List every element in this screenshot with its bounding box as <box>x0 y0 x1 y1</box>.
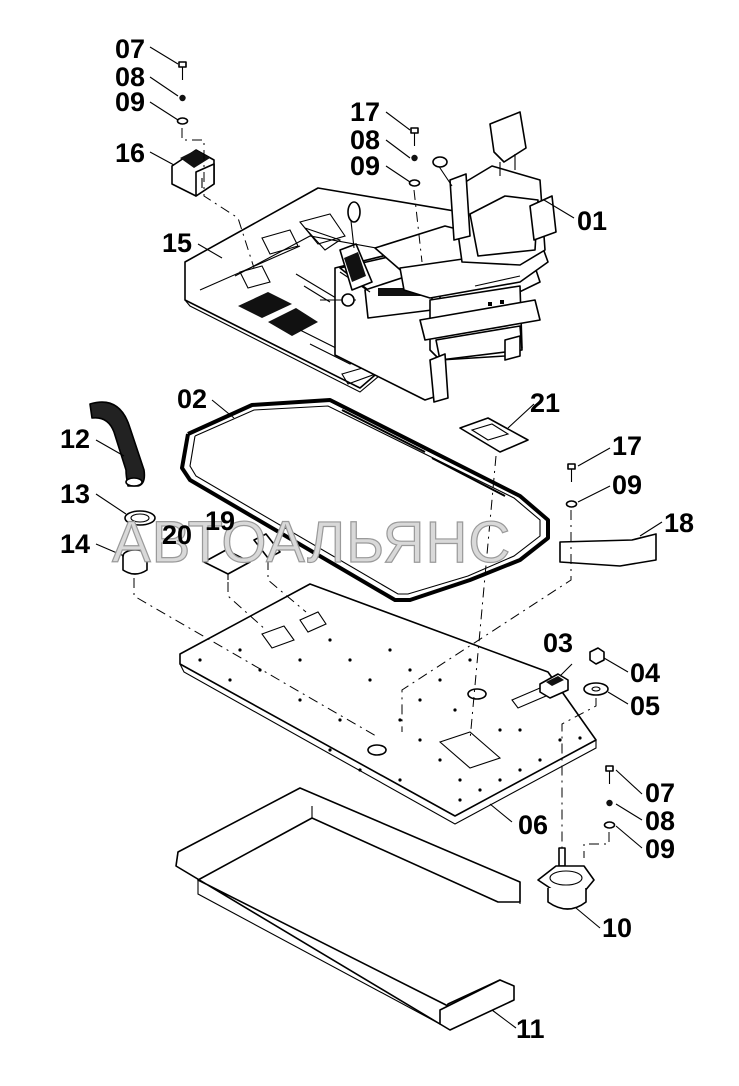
callout-08-top: 08 <box>115 62 145 92</box>
part-14-fitting <box>122 549 148 575</box>
callout-02: 02 <box>177 384 207 414</box>
callout-08-bottom: 08 <box>645 806 675 836</box>
callout-09-right: 09 <box>612 470 642 500</box>
part-11-lower-frame <box>175 787 521 1031</box>
part-20-bracket <box>203 549 251 580</box>
callout-17-right: 17 <box>612 431 642 461</box>
part-02-frame <box>180 398 550 602</box>
part-18-plate <box>559 533 657 567</box>
part-01-seat <box>374 111 557 403</box>
fasteners-top <box>176 61 189 125</box>
part-03-bracket <box>539 673 569 699</box>
callout-12: 12 <box>60 424 90 454</box>
callout-20: 20 <box>162 520 192 550</box>
fasteners-seat <box>408 127 421 187</box>
callout-11: 11 <box>516 1014 545 1044</box>
callout-19: 19 <box>205 506 235 536</box>
callout-07-bottom: 07 <box>645 778 675 808</box>
part-04-nut <box>589 647 605 665</box>
part-21-plate <box>459 417 529 453</box>
callout-09-seat: 09 <box>350 151 380 181</box>
part-05-washer <box>583 682 609 696</box>
part-06-floor-plate <box>179 583 597 825</box>
callout-14: 14 <box>60 529 90 559</box>
callout-16: 16 <box>115 138 145 168</box>
assembly-lines <box>133 128 610 858</box>
floor-grille-1 <box>238 292 318 336</box>
callout-08-seat: 08 <box>350 125 380 155</box>
part-19-bracket <box>253 533 281 559</box>
part-12-hose <box>89 401 146 487</box>
callout-18: 18 <box>664 508 694 538</box>
part-13-ring <box>124 510 156 526</box>
floor-plate-holes <box>198 638 582 802</box>
callout-21: 21 <box>530 388 560 418</box>
callout-05: 05 <box>630 691 660 721</box>
callout-10: 10 <box>602 913 632 943</box>
callout-17-seat: 17 <box>350 97 380 127</box>
callout-01: 01 <box>577 206 607 236</box>
watermark: АВТОАЛЬЯНС <box>112 510 511 575</box>
leader-lines <box>95 46 663 1029</box>
callout-15: 15 <box>162 228 192 258</box>
part-10-mount <box>537 847 595 910</box>
callout-13: 13 <box>60 479 90 509</box>
callout-07-top: 07 <box>115 34 145 64</box>
callout-09-bottom: 09 <box>645 834 675 864</box>
part-16-pedal <box>171 149 215 197</box>
callout-09-top: 09 <box>115 87 145 117</box>
fasteners-bottom <box>603 765 616 829</box>
fasteners-right <box>565 463 578 508</box>
callout-03: 03 <box>543 628 573 658</box>
callout-06: 06 <box>518 810 548 840</box>
callout-labels: 07 08 09 16 15 17 08 09 01 02 21 12 13 1… <box>60 34 694 1044</box>
callout-04: 04 <box>630 658 660 688</box>
